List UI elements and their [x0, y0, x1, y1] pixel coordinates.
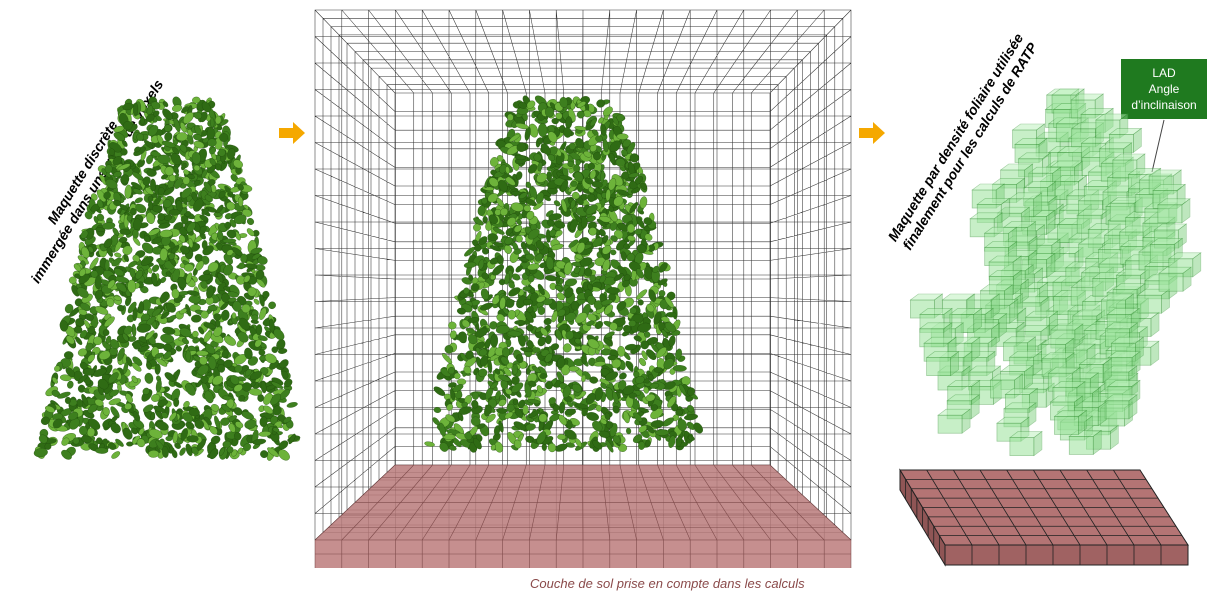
angle-label: Angle — [1148, 82, 1180, 96]
lad-label: LAD — [1152, 66, 1176, 80]
arrow-right-icon — [279, 122, 305, 144]
inclination-label: d’inclinaison — [1131, 98, 1197, 112]
tree-in-voxel-grid — [424, 95, 703, 453]
lad-annotation-box: LAD Angle d’inclinaison — [1121, 59, 1207, 119]
lad-pointer-line — [1151, 119, 1165, 173]
soil-layer-small — [899, 468, 1189, 567]
voxelized-tree-model — [909, 88, 1202, 457]
discrete-tree-model — [33, 96, 301, 461]
soil-layer-caption: Couche de sol prise en compte dans les c… — [530, 576, 805, 591]
arrow-right-icon — [859, 122, 885, 144]
soil-layer-grid — [314, 464, 852, 568]
